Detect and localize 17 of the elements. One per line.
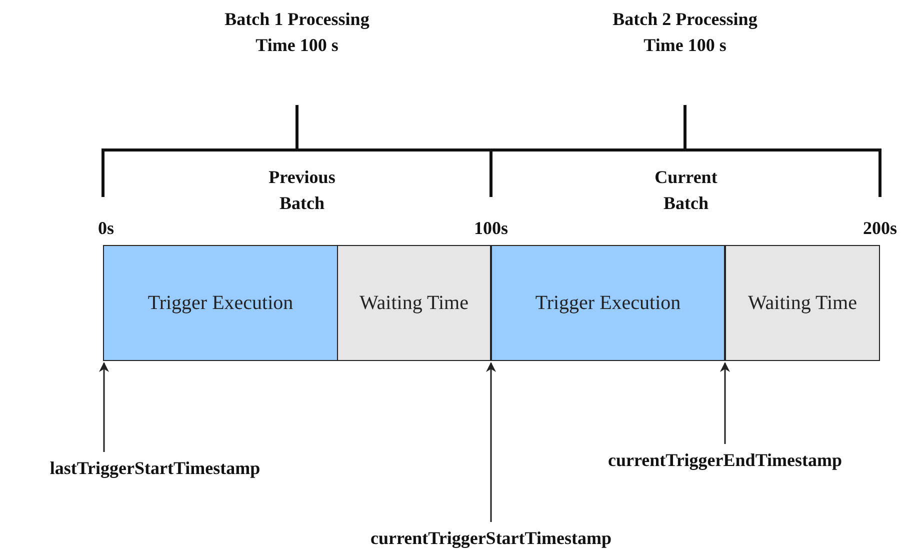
time-tick-label: 200s (862, 217, 898, 240)
batch-label: Current Batch (654, 166, 718, 216)
timeline-segment: Trigger Execution (103, 245, 338, 361)
timeline-segment: Waiting Time (337, 245, 491, 361)
timeline-segment: Trigger Execution (491, 245, 725, 361)
timestamp-label: currentTriggerStartTimestamp (336, 528, 646, 549)
arrow (720, 362, 730, 444)
timeline-segment: Waiting Time (725, 245, 880, 361)
timestamp-label: currentTriggerEndTimestamp (570, 450, 880, 471)
batch-label: Previous Batch (268, 166, 336, 216)
arrow (486, 362, 496, 522)
time-tick-label: 0s (96, 217, 115, 240)
arrow (99, 362, 109, 452)
batch-duration-label: Batch 1 Processing Time 100 s (224, 8, 370, 58)
batch-duration-label: Batch 2 Processing Time 100 s (612, 8, 758, 58)
time-tick-label: 100s (472, 217, 509, 240)
timestamp-label: lastTriggerStartTimestamp (20, 458, 290, 479)
